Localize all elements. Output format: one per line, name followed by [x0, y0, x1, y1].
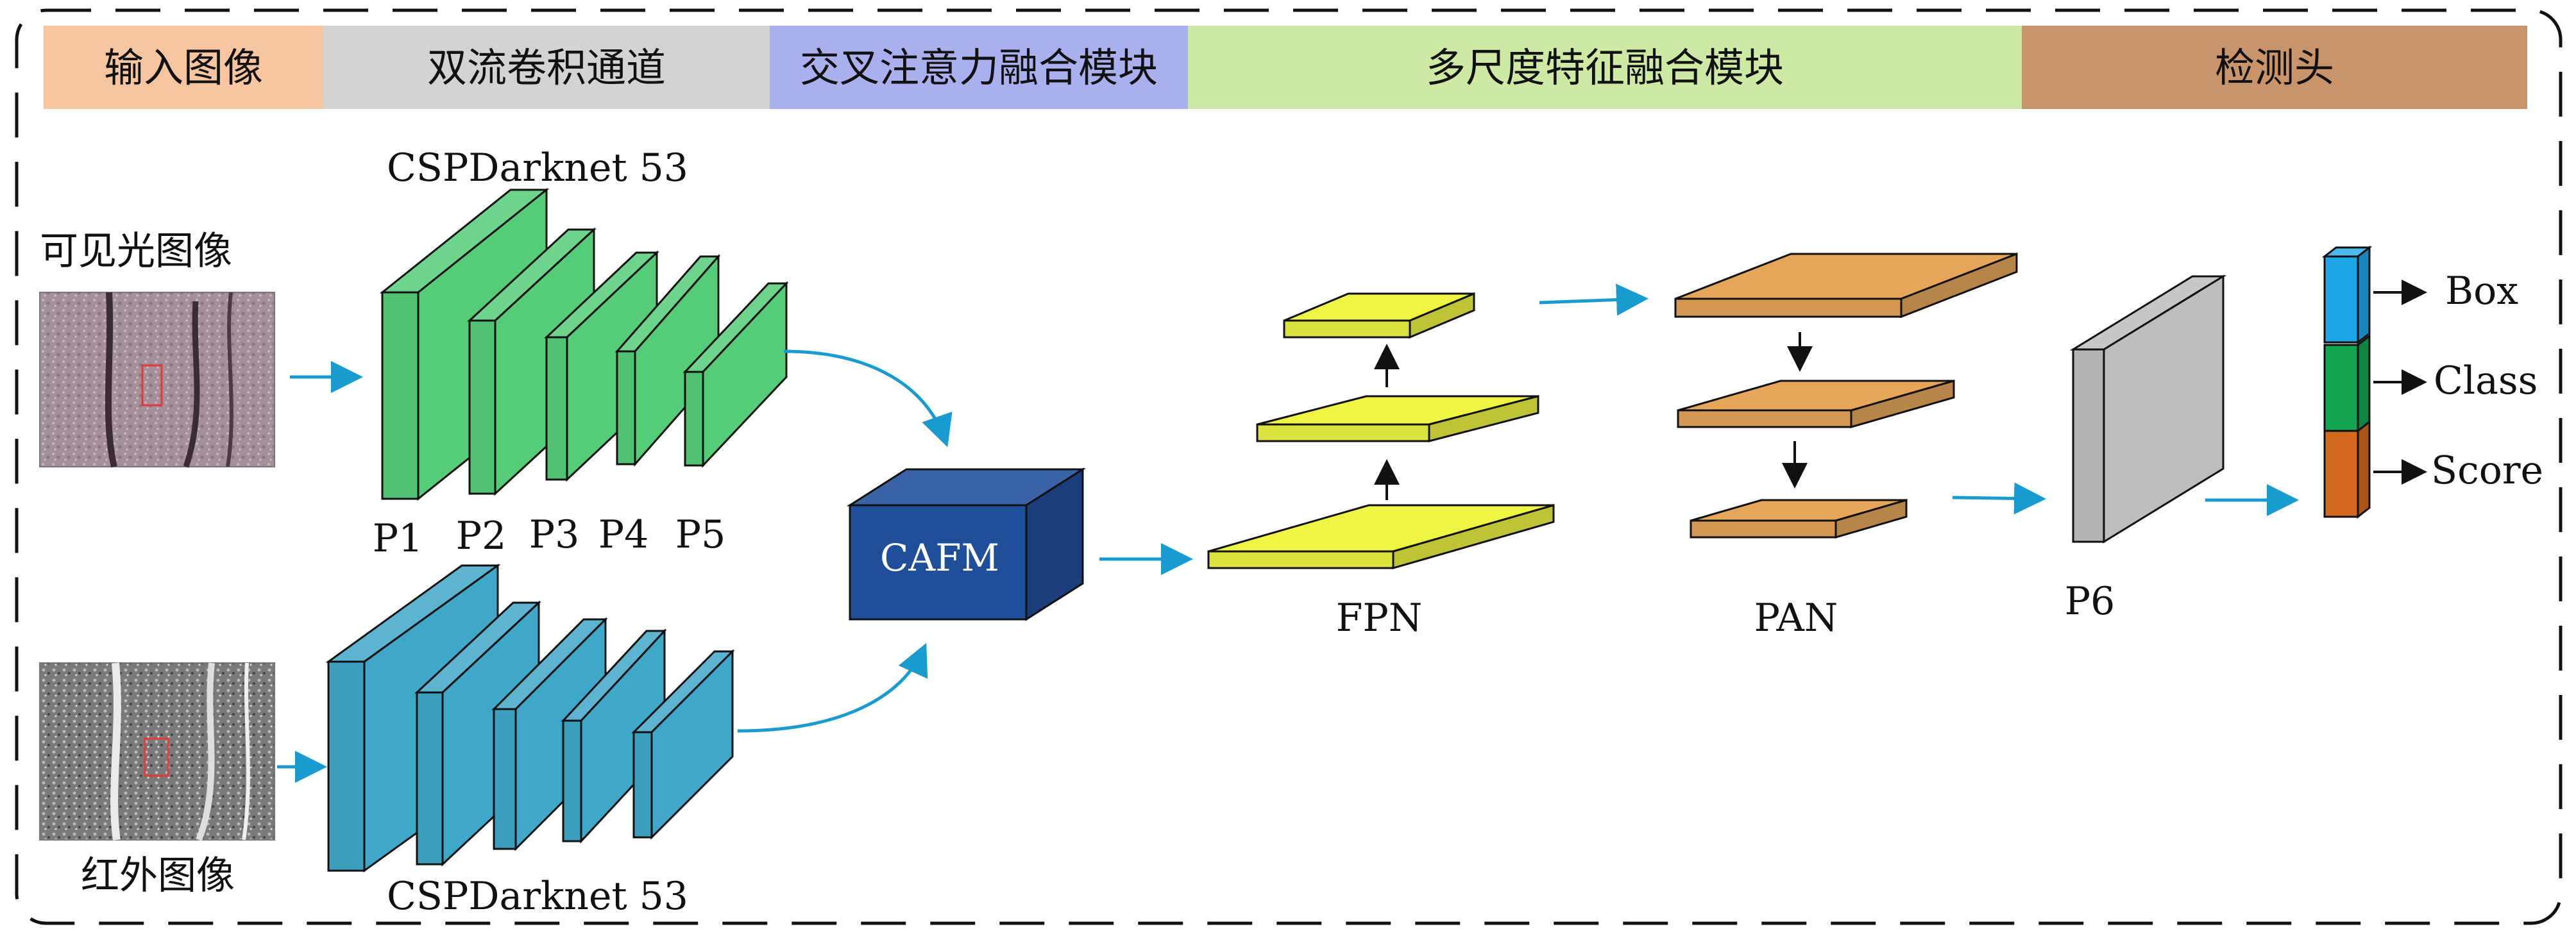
- stage-head-label: 检测头: [2215, 44, 2334, 91]
- visible-input: 可见光图像: [39, 229, 275, 468]
- fpn-layer-small: [1283, 292, 1475, 339]
- level-labels: P1 P2 P3 P4 P5: [373, 512, 726, 561]
- stage-input-label: 输入图像: [104, 44, 263, 91]
- flow-arrows: [277, 280, 2427, 783]
- infrared-target-box: [144, 737, 169, 777]
- p6-slab: [2069, 274, 2227, 544]
- p6-label: P6: [2065, 579, 2115, 624]
- level-label-p3: P3: [529, 512, 580, 557]
- neck-layers: [1207, 252, 2018, 569]
- fpn-label: FPN: [1336, 596, 1423, 641]
- backbone-top: [379, 187, 789, 501]
- infrared-image-label: 红外图像: [81, 853, 235, 898]
- infrared-image: [39, 662, 275, 841]
- level-label-p2: P2: [456, 514, 507, 558]
- bottom-layer-p3: [491, 617, 608, 851]
- head-block-class: [2323, 333, 2371, 433]
- visible-image-label: 可见光图像: [40, 229, 232, 274]
- fpn-layer-mid: [1256, 395, 1539, 442]
- stage-head-bar: [2022, 26, 2527, 109]
- visible-target-box: [141, 364, 163, 406]
- cafm-label: CAFM: [880, 536, 999, 580]
- stage-backbone-bar: [323, 26, 770, 109]
- stage-neck-bar: [1188, 26, 2022, 109]
- arrow-fpn-to-pan: [1539, 283, 1648, 316]
- arrow-top-backbone-to-cafm: [783, 349, 953, 448]
- head-output-score: Score: [2431, 448, 2543, 493]
- level-label-p4: P4: [598, 512, 649, 557]
- pan-layer-mid: [1677, 380, 1955, 428]
- arrow-pan-to-p6: [1952, 482, 2046, 515]
- outer-frame: [15, 8, 2563, 925]
- bottom-layer-p4: [561, 628, 667, 844]
- stage-cafm-bar: [770, 26, 1188, 109]
- cafm-block: [846, 467, 1087, 621]
- level-label-p1: P1: [373, 516, 423, 561]
- backbone-bottom: [325, 564, 735, 873]
- arrow-bottom-backbone-to-cafm: [737, 642, 928, 733]
- bottom-layer-p2: [414, 600, 541, 867]
- level-label-p5: P5: [675, 512, 726, 557]
- p6-block: [2069, 274, 2227, 544]
- pan-label: PAN: [1754, 596, 1838, 641]
- visible-image: [39, 292, 275, 467]
- stage-cafm-label: 交叉注意力融合模块: [800, 44, 1158, 91]
- pan-layer-small: [1690, 499, 1908, 539]
- head-output-class: Class: [2434, 358, 2538, 403]
- head-block-box: [2321, 245, 2373, 345]
- stage-backbone-label: 双流卷积通道: [427, 44, 666, 91]
- head-output-box: Box: [2445, 269, 2518, 314]
- stage-neck-label: 多尺度特征融合模块: [1426, 44, 1784, 91]
- detection-head: [2321, 245, 2373, 519]
- pan-layer-large: [1674, 252, 2018, 319]
- top-layer-p3: [544, 250, 659, 482]
- top-layer-p2: [467, 227, 597, 496]
- backbone-bottom-title: CSPDarknet 53: [387, 874, 688, 919]
- head-block-score: [2323, 419, 2371, 519]
- stage-header: 输入图像 双流卷积通道 交叉注意力融合模块 多尺度特征融合模块 检测头: [44, 26, 2527, 109]
- top-layer-p5: [682, 281, 789, 468]
- stage-input-bar: [44, 26, 323, 109]
- backbone-top-title: CSPDarknet 53: [387, 146, 688, 190]
- infrared-input: 红外图像: [39, 662, 275, 898]
- bottom-layer-p5: [631, 649, 735, 840]
- fpn-layer-large: [1207, 504, 1555, 569]
